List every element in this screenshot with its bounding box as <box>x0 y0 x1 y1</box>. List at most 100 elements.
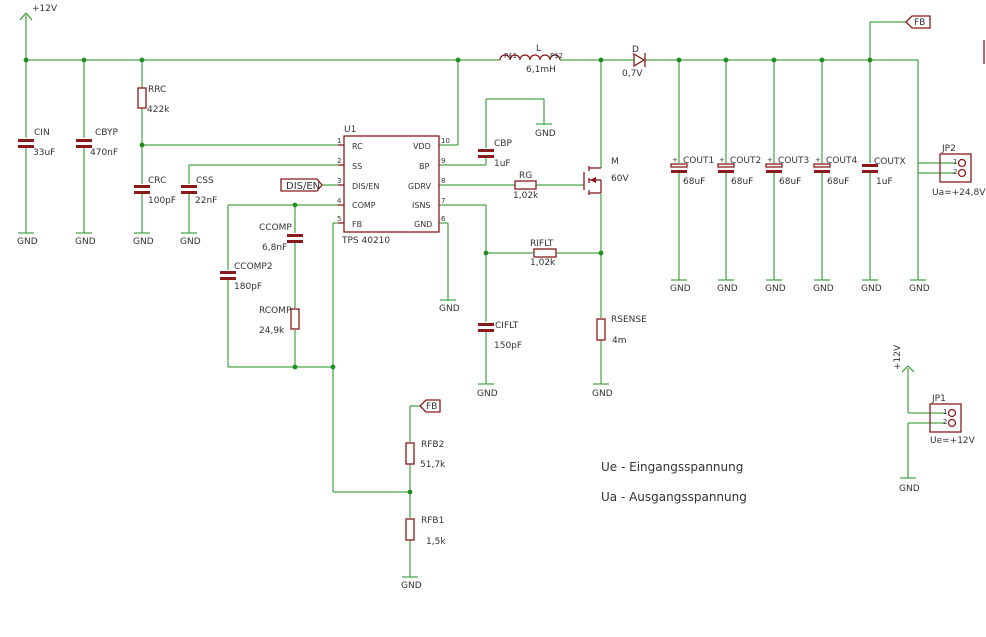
svg-text:0,7V: 0,7V <box>622 69 643 79</box>
svg-text:9: 9 <box>441 157 445 165</box>
supply-12v-top: +12V <box>19 4 58 21</box>
svg-text:GND: GND <box>909 284 930 294</box>
svg-text:6,8nF: 6,8nF <box>262 243 287 253</box>
resistor-rsense: RSENSE 4m <box>596 315 647 346</box>
svg-text:DIS/EN: DIS/EN <box>286 181 320 192</box>
svg-text:GND: GND <box>535 129 556 139</box>
gnd-cout4: GND <box>813 279 834 294</box>
svg-text:GND: GND <box>414 220 432 229</box>
svg-text:RSENSE: RSENSE <box>611 315 647 325</box>
svg-text:GND: GND <box>813 284 834 294</box>
gnd-ic: GND <box>439 299 460 314</box>
svg-text:CRC: CRC <box>148 176 166 186</box>
gnd-cout2: GND <box>717 279 738 294</box>
svg-text:ISNS: ISNS <box>412 201 431 210</box>
svg-text:Ue=+12V: Ue=+12V <box>930 436 976 446</box>
svg-text:1,02k: 1,02k <box>530 258 556 268</box>
svg-text:COUT1: COUT1 <box>683 156 714 166</box>
capacitor-cout4: + COUT4 68uF <box>813 156 857 187</box>
gnd-cout1: GND <box>670 279 691 294</box>
svg-text:GND: GND <box>439 304 460 314</box>
svg-text:P$2: P$2 <box>550 52 563 60</box>
svg-text:1uF: 1uF <box>876 177 893 187</box>
svg-text:COUT4: COUT4 <box>826 156 857 166</box>
svg-text:60V: 60V <box>611 174 629 184</box>
svg-text:COMP: COMP <box>352 201 376 210</box>
capacitor-crc: CRC 100pF <box>134 176 176 206</box>
svg-text:GDRV: GDRV <box>408 182 431 191</box>
svg-text:CSS: CSS <box>196 176 214 186</box>
svg-text:FB: FB <box>914 18 925 28</box>
resistor-rg: RG 1,02k <box>513 171 539 201</box>
supply-12v-jp1: +12V <box>893 344 915 373</box>
svg-text:RFB1: RFB1 <box>421 516 444 526</box>
svg-text:M: M <box>611 157 619 167</box>
capacitor-coutx: COUTX 1uF <box>862 157 906 187</box>
resistor-rrc: RRC 422k <box>137 85 170 115</box>
svg-text:CIN: CIN <box>34 128 50 138</box>
junction-dots <box>23 57 873 495</box>
diode-d: D 0,7V <box>622 45 650 79</box>
svg-text:68uF: 68uF <box>731 177 753 187</box>
capacitor-cout1: + COUT1 68uF <box>670 156 714 187</box>
svg-text:1: 1 <box>953 158 957 166</box>
svg-text:+: + <box>672 156 678 164</box>
svg-text:180pF: 180pF <box>234 282 262 292</box>
svg-text:COUT2: COUT2 <box>730 156 761 166</box>
capacitor-cout2: + COUT2 68uF <box>717 156 761 187</box>
inductor-l: L P$1 P$2 6,1mH <box>499 44 563 75</box>
note-output-voltage: Ua - Ausgangsspannung <box>601 490 747 504</box>
svg-text:GND: GND <box>180 237 201 247</box>
capacitor-ccomp2: CCOMP2 180pF <box>220 262 273 292</box>
svg-text:22nF: 22nF <box>195 196 217 206</box>
svg-text:GND: GND <box>861 284 882 294</box>
svg-text:6,1mH: 6,1mH <box>526 65 556 75</box>
svg-text:RRC: RRC <box>148 85 166 95</box>
mosfet-m: M 60V <box>583 157 629 195</box>
gnd-cin: GND <box>17 232 38 247</box>
gnd-cbyp: GND <box>75 232 96 247</box>
capacitor-cout3: + COUT3 68uF <box>765 156 809 187</box>
gnd-rsense: GND <box>592 383 613 399</box>
svg-text:FB: FB <box>352 220 362 229</box>
svg-text:FB: FB <box>426 402 437 412</box>
gnd-jp1: GND <box>899 477 920 494</box>
svg-text:COUT3: COUT3 <box>778 156 809 166</box>
svg-text:68uF: 68uF <box>827 177 849 187</box>
capacitor-ccomp: CCOMP 6,8nF <box>259 223 303 253</box>
svg-text:470nF: 470nF <box>90 148 118 158</box>
svg-text:Ua=+24,8V: Ua=+24,8V <box>932 188 986 198</box>
capacitor-css: CSS 22nF <box>181 176 217 206</box>
gnd-symbols: GND GND GND GND GND GND GND GND GND GND … <box>17 123 930 591</box>
svg-text:GND: GND <box>17 237 38 247</box>
net-label-fb-mid: FB <box>419 399 441 413</box>
net-label-fb-top: FB <box>905 15 931 29</box>
svg-text:100pF: 100pF <box>148 196 176 206</box>
svg-text:BP: BP <box>419 162 429 171</box>
capacitor-cifilt: CIFLT 150pF <box>478 321 522 351</box>
gnd-rfb1: GND <box>401 576 422 591</box>
svg-text:51,7k: 51,7k <box>420 460 446 470</box>
svg-text:+: + <box>815 156 821 164</box>
svg-text:6: 6 <box>441 215 446 223</box>
svg-text:GND: GND <box>477 389 498 399</box>
svg-text:68uF: 68uF <box>683 177 705 187</box>
gnd-coutx: GND <box>861 279 882 294</box>
svg-text:RC: RC <box>352 142 363 151</box>
svg-text:422k: 422k <box>147 105 170 115</box>
connector-jp2: JP2 1 2 Ua=+24,8V <box>932 144 986 198</box>
gnd-cout3: GND <box>765 279 786 294</box>
svg-text:P$1: P$1 <box>504 52 517 60</box>
svg-text:GND: GND <box>717 284 738 294</box>
svg-text:68uF: 68uF <box>779 177 801 187</box>
svg-text:SS: SS <box>352 162 362 171</box>
svg-text:RFB2: RFB2 <box>421 440 444 450</box>
svg-text:D: D <box>632 45 639 55</box>
svg-text:2: 2 <box>953 168 957 176</box>
ic-name: TPS 40210 <box>341 236 390 246</box>
supply-label: +12V <box>893 344 903 370</box>
note-input-voltage: Ue - Eingangsspannung <box>601 460 743 474</box>
svg-text:5: 5 <box>337 215 341 223</box>
capacitor-cbp: CBP 1uF <box>478 139 512 169</box>
